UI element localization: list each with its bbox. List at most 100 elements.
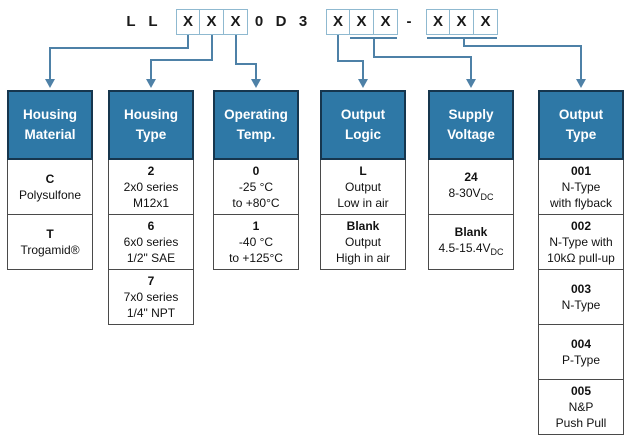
option-code: T <box>46 227 54 241</box>
option-code: 001 <box>570 164 592 178</box>
code-char: 0 <box>254 13 264 30</box>
option-desc: N&P <box>568 400 594 414</box>
option-desc: with flyback <box>549 196 613 210</box>
option-desc: Polysulfone <box>18 188 82 202</box>
code-box: X <box>374 9 398 35</box>
code-char: L <box>126 13 136 30</box>
option-code: 1 <box>252 219 260 233</box>
option-code: 005 <box>570 384 592 398</box>
option-cell: C Polysulfone <box>7 160 93 215</box>
option-cell: 6 6x0 series 1/2" SAE <box>108 215 194 270</box>
option-cell: 0 -25 °C to +80°C <box>213 160 299 215</box>
option-code: Blank <box>454 225 488 239</box>
option-desc: 6x0 series <box>123 235 179 249</box>
option-code: 002 <box>570 219 592 233</box>
code-box: X <box>450 9 474 35</box>
column-header-line: Output <box>558 107 604 122</box>
code-box: X <box>326 9 350 35</box>
option-code: 24 <box>464 170 478 184</box>
option-desc-text: 4.5-15.4V <box>438 241 491 255</box>
option-desc: 2x0 series <box>123 180 179 194</box>
column-header-line: Type <box>135 127 167 142</box>
code-char: L <box>148 13 158 30</box>
column-header-line: Logic <box>345 127 381 142</box>
option-desc: Push Pull <box>555 416 607 430</box>
option-desc: 4.5-15.4VDC <box>438 240 503 260</box>
column-header-line: Material <box>24 127 76 142</box>
option-code: L <box>359 164 367 178</box>
option-desc: -25 °C <box>238 180 274 194</box>
code-box: X <box>200 9 224 35</box>
option-code: 003 <box>570 282 592 296</box>
column-header-line: Temp. <box>236 127 276 142</box>
option-desc: Output <box>344 180 382 194</box>
column-header-line: Output <box>340 107 386 122</box>
option-desc: P-Type <box>561 353 600 367</box>
option-desc: 8-30VDC <box>448 185 493 205</box>
option-desc-text: 8-30V <box>448 186 481 200</box>
option-code: 004 <box>570 337 592 351</box>
option-desc: to +80°C <box>232 196 280 210</box>
column-header-line: Type <box>565 127 597 142</box>
column-header-line: Operating <box>224 107 288 122</box>
code-box: X <box>426 9 450 35</box>
option-desc: 10kΩ pull-up <box>547 251 615 265</box>
option-desc: M12x1 <box>132 196 170 210</box>
option-code: 0 <box>252 164 260 178</box>
option-code: 7 <box>147 274 155 288</box>
option-code: C <box>45 172 55 186</box>
option-desc: Low in air <box>337 196 389 210</box>
option-desc: to +125°C <box>229 251 283 265</box>
column-header-line: Housing <box>23 107 77 122</box>
code-box: X <box>474 9 498 35</box>
column-header-line: Voltage <box>447 127 495 142</box>
column-header-line: Housing <box>124 107 178 122</box>
option-desc: Trogamid® <box>20 243 80 257</box>
code-box: X <box>350 9 374 35</box>
option-code: 6 <box>147 219 155 233</box>
code-box: X <box>176 9 200 35</box>
code-char: - <box>406 13 412 30</box>
option-desc: Output <box>344 235 382 249</box>
option-desc: 1/2" SAE <box>126 251 176 265</box>
option-desc: -40 °C <box>238 235 274 249</box>
option-cell: 1 -40 °C to +125°C <box>213 215 299 270</box>
option-desc: High in air <box>335 251 391 265</box>
option-code: 2 <box>147 164 155 178</box>
option-code: Blank <box>346 219 380 233</box>
column-header-line: Supply <box>448 107 494 122</box>
option-desc: N-Type <box>561 298 601 312</box>
code-char: D <box>275 13 287 30</box>
option-desc-subscript: DC <box>490 247 504 257</box>
option-cell: T Trogamid® <box>7 215 93 270</box>
code-box: X <box>224 9 248 35</box>
option-desc: N-Type <box>561 180 601 194</box>
option-desc: N-Type with <box>549 235 613 249</box>
